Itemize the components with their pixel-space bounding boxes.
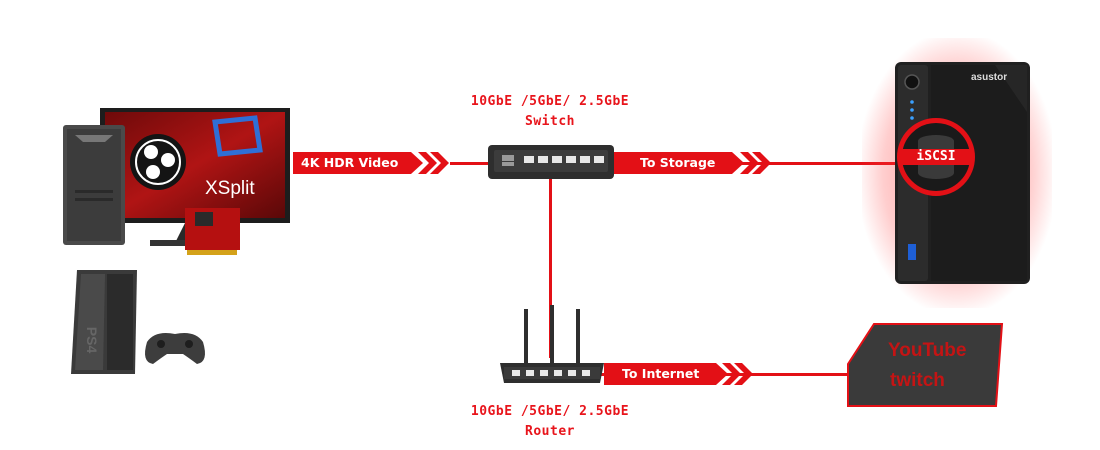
nas-brand-logo: asustor xyxy=(971,72,1008,83)
xsplit-label: XSplit xyxy=(205,178,255,199)
link-switch-to-router xyxy=(549,178,552,358)
game-console: PS4 xyxy=(65,262,225,382)
pc-and-monitor-icon xyxy=(63,108,290,255)
services-panel-shape xyxy=(847,323,1004,407)
streaming-services-panel: YouTube twitch xyxy=(846,322,1004,408)
router-speeds: 10GbE /5GbE/ 2.5GbE xyxy=(470,404,630,419)
chevron-arrows-icon xyxy=(740,152,771,174)
link-label-internet: To Internet xyxy=(604,363,728,385)
youtube-logo: YouTube xyxy=(888,340,967,361)
router-icon xyxy=(500,305,604,383)
console-and-controller-icon xyxy=(71,270,205,374)
iscsi-badge: iSCSI xyxy=(897,118,975,196)
chevron-arrows-icon xyxy=(418,152,449,174)
iscsi-label: iSCSI xyxy=(902,149,970,165)
switch-title: Switch xyxy=(525,114,575,129)
chevron-arrows-icon xyxy=(722,363,753,385)
link-pc-to-switch xyxy=(450,162,490,165)
network-router xyxy=(500,305,604,387)
switch-icon xyxy=(488,145,614,179)
switch-speeds: 10GbE /5GbE/ 2.5GbE xyxy=(470,94,630,109)
link-label-video: 4K HDR Video xyxy=(293,152,423,174)
streaming-pc-setup: XSplit xyxy=(55,100,305,260)
ps4-logo: PS4 xyxy=(84,326,101,354)
twitch-logo: twitch xyxy=(890,370,945,391)
link-label-storage: To Storage xyxy=(614,152,744,174)
router-title: Router xyxy=(525,424,575,439)
network-switch xyxy=(488,145,614,179)
